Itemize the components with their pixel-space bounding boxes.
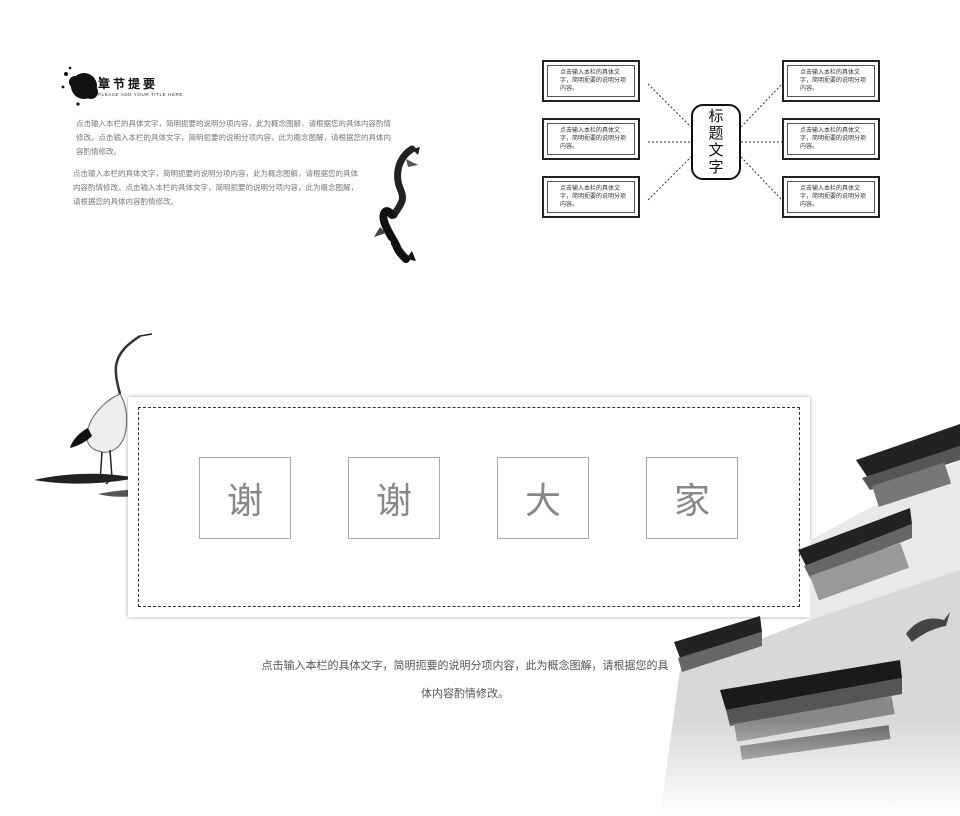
mind-map-box-left-1[interactable]: 点击输入本栏的具体文字，简明扼要的说明分项内容。 (542, 60, 640, 102)
section-title: 章节提要 (98, 77, 159, 91)
section-paragraph-1: 点击输入本栏的具体文字，简明扼要的说明分项内容，此为概念图解，请根据您的具体内容… (76, 119, 391, 156)
mind-map-box-right-3[interactable]: 点击输入本栏的具体文字，简明扼要的说明分项内容。 (782, 176, 880, 218)
mind-map-center[interactable]: 标题文字 (691, 104, 741, 180)
mind-map-box-right-1[interactable]: 点击输入本栏的具体文字，简明扼要的说明分项内容。 (782, 60, 880, 102)
koi-fish-illustration (374, 145, 420, 263)
thanks-card: 谢 谢 大 家 (128, 397, 810, 617)
thanks-char-3: 大 (497, 457, 589, 539)
mind-map: 点击输入本栏的具体文字，简明扼要的说明分项内容。 点击输入本栏的具体文字，简明扼… (534, 52, 900, 238)
mind-map-box-left-2[interactable]: 点击输入本栏的具体文字，简明扼要的说明分项内容。 (542, 118, 640, 160)
section-paragraph-2: 点击输入本栏的具体文字，简明扼要的说明分项内容，此为概念图解，请根据您的具体内容… (73, 169, 358, 206)
thanks-char-4: 家 (646, 457, 738, 539)
ink-blot-icon (61, 66, 102, 106)
thanks-char-2: 谢 (348, 457, 440, 539)
mind-map-center-label: 标题文字 (706, 108, 725, 176)
thanks-char-1: 谢 (199, 457, 291, 539)
section-subtitle: PLEASE ADD YOUR TITLE HERE (98, 92, 183, 97)
footer-text: 点击输入本栏的具体文字，简明扼要的说明分项内容，此为概念图解，请根据您的具体内容… (261, 659, 669, 700)
mind-map-box-left-3[interactable]: 点击输入本栏的具体文字，简明扼要的说明分项内容。 (542, 176, 640, 218)
thanks-card-dashed-border (138, 407, 800, 607)
mind-map-connectors (647, 83, 783, 201)
mind-map-box-right-2[interactable]: 点击输入本栏的具体文字，简明扼要的说明分项内容。 (782, 118, 880, 160)
architecture-illustration (650, 424, 960, 816)
